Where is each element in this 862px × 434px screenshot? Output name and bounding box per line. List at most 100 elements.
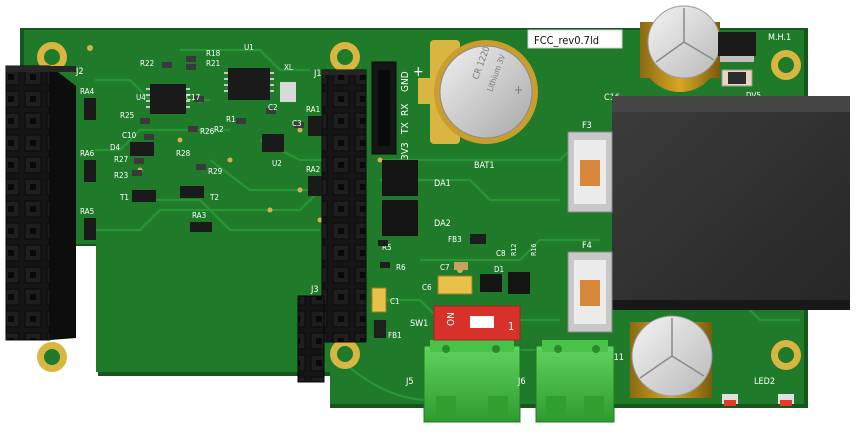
label-da1: DA1	[434, 179, 451, 189]
dip-pos-label: 1	[508, 320, 514, 333]
label-ra1: RA1	[306, 105, 320, 114]
mounting-hole-bc	[330, 339, 360, 369]
header-j3[interactable]: J3	[297, 285, 325, 383]
board-title-text: FCC_rev0.7ld	[534, 34, 599, 47]
resistor-array-ra4: RA4	[80, 87, 96, 120]
dip-switch-sw1[interactable]: ON 1 SW1	[410, 305, 521, 341]
uart-pin-labels: GND RX TX 3V3	[400, 71, 411, 160]
label-j5: J5	[405, 377, 414, 387]
label-c16: C16	[604, 93, 620, 103]
mounting-hole-tr	[771, 50, 801, 80]
diode-d1: D1	[480, 265, 504, 292]
label-j2: J2	[75, 67, 84, 77]
fuse-f4: F4	[567, 241, 613, 333]
ic-d4-small	[130, 142, 154, 156]
label-j6: J6	[517, 377, 526, 387]
label-f3: F3	[582, 121, 592, 131]
label-r25: R25	[120, 111, 134, 120]
label-c17: C17	[186, 93, 200, 102]
ic-u2: U2	[262, 134, 284, 168]
label-r27: R27	[114, 155, 128, 164]
header-j1[interactable]: J1	[313, 69, 367, 343]
label-r5: R5	[382, 243, 392, 252]
battery-holder: CR 1220 Lithium 3V + + BAT1	[413, 40, 538, 171]
label-fb3: FB3	[448, 235, 462, 244]
ic-u1: U1	[224, 43, 274, 100]
label-dv5: DV5	[746, 91, 761, 100]
led-1	[722, 394, 738, 406]
label-c1: C1	[390, 297, 400, 306]
ic-u4: U4	[136, 84, 190, 114]
label-led2: LED2	[754, 377, 775, 387]
terminal-j6[interactable]: J6	[517, 340, 615, 423]
label-r16: R16	[530, 244, 538, 256]
uart-pin-rx: RX	[400, 104, 411, 116]
uart-connector[interactable]	[371, 61, 397, 155]
coin-cell	[439, 45, 533, 139]
label-r28: R28	[176, 149, 191, 158]
label-u2: U2	[272, 159, 282, 168]
label-fb1: FB1	[388, 331, 402, 340]
label-ra2: RA2	[306, 165, 320, 174]
label-t1: T1	[119, 193, 129, 202]
label-c8: C8	[496, 249, 506, 258]
label-ra5: RA5	[80, 207, 94, 216]
label-r12: R12	[510, 244, 518, 256]
uart-pin-gnd: GND	[400, 71, 411, 92]
label-sw1: SW1	[410, 319, 428, 329]
label-r18: R18	[206, 49, 221, 58]
passive-labels: R18 R21 R22 C17 R25 R26 C10 D4 R27 R23 R…	[110, 49, 302, 180]
label-r22: R22	[140, 59, 154, 68]
capacitor-c1: C1	[371, 287, 400, 313]
mounting-hole-tc	[330, 42, 360, 72]
label-u4: U4	[136, 93, 146, 102]
label-c2: C2	[268, 103, 278, 112]
passives	[132, 56, 304, 176]
label-r23: R23	[114, 171, 128, 180]
component-da1: DA1	[382, 160, 451, 196]
terminal-j5[interactable]: J5	[405, 340, 521, 423]
capacitor-c16: C16	[604, 5, 721, 103]
label-c11: C11	[608, 353, 624, 363]
resistor-array-ra5: RA5	[80, 207, 96, 240]
led-2: LED2	[754, 377, 794, 406]
label-t2: T2	[209, 193, 219, 202]
header-j2[interactable]: J2	[5, 65, 84, 341]
label-da2: DA2	[434, 219, 451, 229]
label-bat1: BAT1	[474, 161, 495, 171]
resistor-r6	[380, 262, 390, 268]
battery-plus: +	[413, 64, 424, 80]
label-r6: R6	[396, 263, 406, 272]
label-r26: R26	[200, 127, 215, 136]
label-f4: F4	[582, 241, 592, 251]
resistor-array-ra1: RA1	[306, 105, 322, 136]
label-r21: R21	[206, 59, 220, 68]
board-title: FCC_rev0.7ld	[527, 29, 623, 49]
label-ra3: RA3	[192, 211, 206, 220]
label-r2: R2	[214, 125, 224, 134]
transistor-t1: T1	[119, 190, 156, 202]
resistor-array-ra6: RA6	[80, 149, 96, 182]
label-j1: J1	[313, 69, 322, 79]
label-xl: XL	[284, 63, 293, 72]
label-c3: C3	[292, 119, 302, 128]
capacitor-c11: C11	[608, 315, 713, 398]
label-c10: C10	[122, 131, 137, 140]
label-ra6: RA6	[80, 149, 95, 158]
uart-pin-3v3: 3V3	[400, 142, 411, 160]
label-c7: C7	[440, 263, 450, 272]
coin-plus: +	[514, 83, 523, 97]
diode-top	[718, 32, 756, 62]
ferrite-fb1: FB1	[374, 320, 402, 340]
diode-d1b	[508, 272, 530, 294]
label-j3: J3	[310, 285, 319, 295]
component-dv5: DV5	[721, 69, 761, 100]
mounting-hole-tl	[37, 42, 67, 72]
fuse-f3: F3	[567, 121, 613, 213]
label-d4: D4	[110, 143, 121, 152]
crystal-xl: XL	[280, 63, 296, 102]
ferrite-fb3: FB3	[448, 234, 486, 244]
dip-on-label: ON	[446, 312, 457, 326]
capacitor-c7: C7	[440, 262, 468, 272]
